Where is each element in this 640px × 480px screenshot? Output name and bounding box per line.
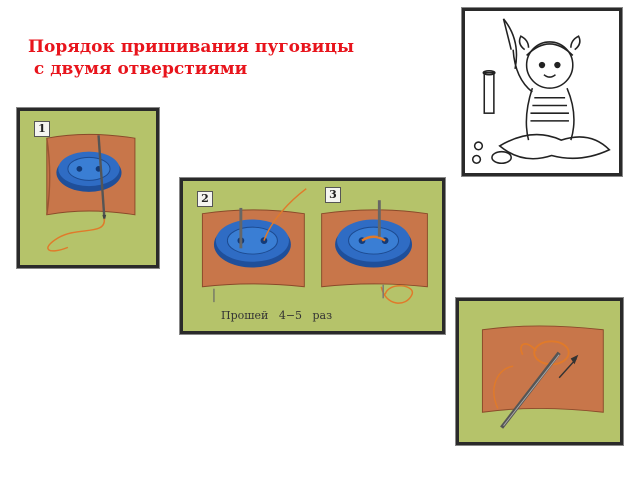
- girl-sewing-panel: [462, 8, 622, 176]
- step-badge-3: 3: [325, 187, 341, 203]
- step1-illustration: [46, 133, 136, 252]
- step1-panel: 1: [17, 108, 159, 268]
- step-badge-2: 2: [197, 191, 213, 207]
- step2-3-panel: 2 3 Прошей 4−5 раз: [180, 178, 445, 334]
- page-title: Порядок пришивания пуговицы с двумя отве…: [28, 37, 354, 79]
- step4-panel: [456, 298, 623, 445]
- step4-illustration: [481, 325, 604, 429]
- step2-3-illustration: [201, 188, 428, 304]
- step-badge-1: 1: [34, 121, 50, 137]
- girl-sewing-illustration: [471, 18, 611, 164]
- repeat-caption: Прошей 4−5 раз: [221, 309, 333, 322]
- needle-icon: [97, 135, 106, 217]
